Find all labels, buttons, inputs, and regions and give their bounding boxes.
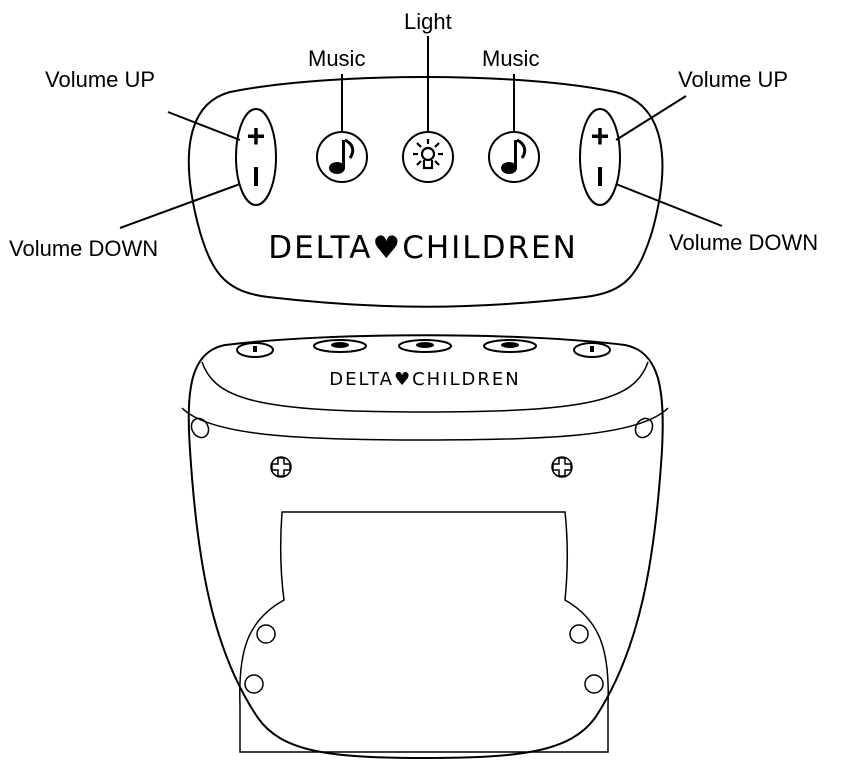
leader-volume-up-left xyxy=(167,111,241,141)
back-brand-logo: DELTA♥CHILDREN xyxy=(329,369,520,390)
right-volume-plus-symbol: + xyxy=(591,118,610,154)
callout-labels: Volume UP Volume DOWN Music Light Music … xyxy=(9,9,818,261)
callout-light: Light xyxy=(404,9,452,34)
phillips-screw-icon xyxy=(270,456,292,478)
side-hole-right xyxy=(634,417,654,439)
right-volume-minus-symbol: I xyxy=(596,161,604,192)
callout-music-left: Music xyxy=(308,46,365,71)
leader-volume-up-right xyxy=(615,95,687,141)
leader-volume-down-left xyxy=(119,183,241,229)
mount-hole-left-upper xyxy=(256,624,276,644)
mount-hole-left-lower xyxy=(244,674,264,694)
callout-volume-up-right: Volume UP xyxy=(678,67,788,92)
music-note-icon xyxy=(329,138,355,174)
left-volume-plus-symbol: + xyxy=(247,118,266,154)
mount-hole-right-lower xyxy=(584,674,604,694)
callout-music-right: Music xyxy=(482,46,539,71)
side-hole-left xyxy=(190,417,210,439)
mount-hole-right-upper xyxy=(569,624,589,644)
music-note-icon xyxy=(501,138,527,174)
leader-volume-down-right xyxy=(615,183,723,227)
back-view: DELTA♥CHILDREN xyxy=(181,334,669,760)
front-view: + I + I xyxy=(187,76,664,308)
left-volume-minus-symbol: I xyxy=(252,161,260,192)
left-volume-rocker[interactable]: + I xyxy=(235,108,277,206)
top-lip-curve xyxy=(201,361,649,413)
battery-cover-outline xyxy=(239,511,609,753)
back-housing-outline xyxy=(187,334,664,760)
callout-volume-down-right: Volume DOWN xyxy=(669,230,818,255)
light-button[interactable] xyxy=(402,131,454,183)
light-bulb-icon xyxy=(413,139,443,170)
callout-volume-down-left: Volume DOWN xyxy=(9,236,158,261)
back-top-buttons xyxy=(236,339,611,358)
front-brand-logo: DELTA♥CHILDREN xyxy=(268,230,578,266)
right-volume-rocker[interactable]: + I xyxy=(579,108,621,206)
top-rim-curve xyxy=(181,407,669,441)
front-panel-outline xyxy=(187,76,664,308)
phillips-screw-icon xyxy=(551,456,573,478)
left-music-button[interactable] xyxy=(316,131,368,183)
right-music-button[interactable] xyxy=(488,131,540,183)
callout-volume-up-left: Volume UP xyxy=(45,67,155,92)
leader-lines xyxy=(119,36,723,229)
